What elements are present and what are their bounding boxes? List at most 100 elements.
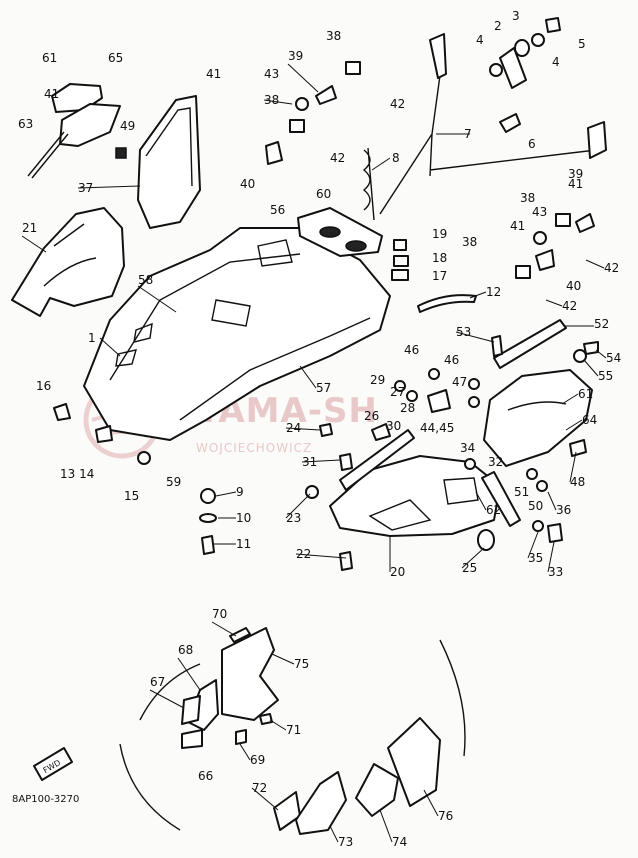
diagram-code: 8AP100-3270: [12, 794, 80, 805]
part-15-grommet: [137, 451, 151, 465]
callout-35: 35: [528, 551, 543, 565]
part-67-trim: [181, 695, 201, 725]
part-66-seal: [181, 729, 203, 749]
part-31-screw: [339, 453, 353, 471]
cable-end-top: [429, 33, 447, 79]
leader-line: [569, 451, 577, 483]
callout-57: 57: [316, 381, 331, 395]
leader-line: [285, 427, 321, 431]
part-1-main-fairing: [83, 227, 391, 441]
callout-41: 41: [44, 87, 59, 101]
callout-49: 49: [120, 119, 135, 133]
callout-41: 41: [568, 177, 583, 191]
leader-line: [271, 653, 295, 665]
callout-68: 68: [178, 643, 193, 657]
part-54-screw: [583, 341, 599, 355]
leader-line: [547, 541, 555, 573]
part-5-bolt: [545, 17, 561, 33]
part-38-clip-a: [345, 61, 361, 75]
part-73-panel: [295, 771, 347, 835]
callout-20: 20: [390, 565, 405, 579]
callout-74: 74: [392, 835, 407, 849]
part-64-side-panel: [483, 369, 593, 467]
part-37-side-panel: [137, 95, 201, 229]
part-35-washer: [532, 520, 544, 532]
callout-70: 70: [212, 607, 227, 621]
callout-69: 69: [250, 753, 265, 767]
callout-58: 58: [138, 273, 153, 287]
part-48-clip: [569, 439, 587, 457]
callout-17: 17: [432, 269, 447, 283]
callout-39: 39: [568, 167, 583, 181]
callout-4: 4: [476, 33, 484, 47]
leader-line: [239, 743, 251, 761]
leader-line: [211, 621, 237, 637]
leader-line: [149, 689, 185, 709]
callout-55: 55: [598, 369, 613, 383]
callout-61: 61: [42, 51, 57, 65]
part-70-strip: [229, 627, 251, 643]
part-43-grommet-b: [533, 231, 547, 245]
callout-21: 21: [22, 221, 37, 235]
leader-line: [583, 359, 599, 377]
callout-19: 19: [432, 227, 447, 241]
part-24-screw: [319, 423, 333, 437]
leader-line: [561, 393, 579, 405]
callout-24: 24: [286, 421, 301, 435]
leader-line: [329, 825, 339, 843]
part-12-hose: [417, 294, 477, 313]
callout-39: 39: [288, 49, 303, 63]
leader-line: [269, 719, 287, 731]
callout-73: 73: [338, 835, 353, 849]
callout-5: 5: [578, 37, 586, 51]
part-9-nut: [200, 488, 216, 504]
callout-13-14: 13 14: [60, 467, 94, 481]
leader-line: [299, 365, 317, 389]
leader-line: [461, 547, 485, 569]
callout-28: 28: [400, 401, 415, 415]
part-63-strip: [27, 131, 65, 177]
leader-line: [251, 787, 279, 811]
callout-12: 12: [486, 285, 501, 299]
part-49-clip: [115, 147, 127, 159]
callout-25: 25: [462, 561, 477, 575]
leader-line: [379, 809, 393, 843]
callout-27: 27: [390, 385, 405, 399]
leader-line: [137, 285, 177, 313]
callout-60: 60: [316, 187, 331, 201]
leader-line: [423, 789, 439, 817]
leader-line: [215, 491, 237, 497]
part-53-bolt: [491, 335, 503, 357]
leader-line: [371, 157, 391, 171]
callout-15: 15: [124, 489, 139, 503]
callout-18: 18: [432, 251, 447, 265]
part-39-clip-b: [575, 213, 595, 233]
part-43-grommet-a: [295, 97, 309, 111]
callout-40: 40: [566, 279, 581, 293]
callout-33: 33: [548, 565, 563, 579]
part-76-panel: [387, 717, 441, 807]
part-30-strip: [339, 429, 415, 491]
callout-9: 9: [236, 485, 244, 499]
callout-38: 38: [264, 93, 279, 107]
callout-41: 41: [510, 219, 525, 233]
part-38-clip-d: [515, 265, 531, 279]
part-74-panel: [355, 763, 399, 817]
part-46-grommet-b: [468, 378, 480, 390]
part-3-collar: [514, 39, 530, 57]
leader-line: [295, 553, 347, 559]
callout-67: 67: [150, 675, 165, 689]
part-4-washer: [489, 63, 503, 77]
part-44-bracket: [427, 389, 451, 413]
callout-34: 34: [460, 441, 475, 455]
callout-75: 75: [294, 657, 309, 671]
callout-42: 42: [562, 299, 577, 313]
callout-40: 40: [240, 177, 255, 191]
callout-43: 43: [264, 67, 279, 81]
callout-46: 46: [404, 343, 419, 357]
callout-76: 76: [438, 809, 453, 823]
callout-48: 48: [570, 475, 585, 489]
part-33-screw: [547, 523, 563, 543]
callout-42: 42: [330, 151, 345, 165]
